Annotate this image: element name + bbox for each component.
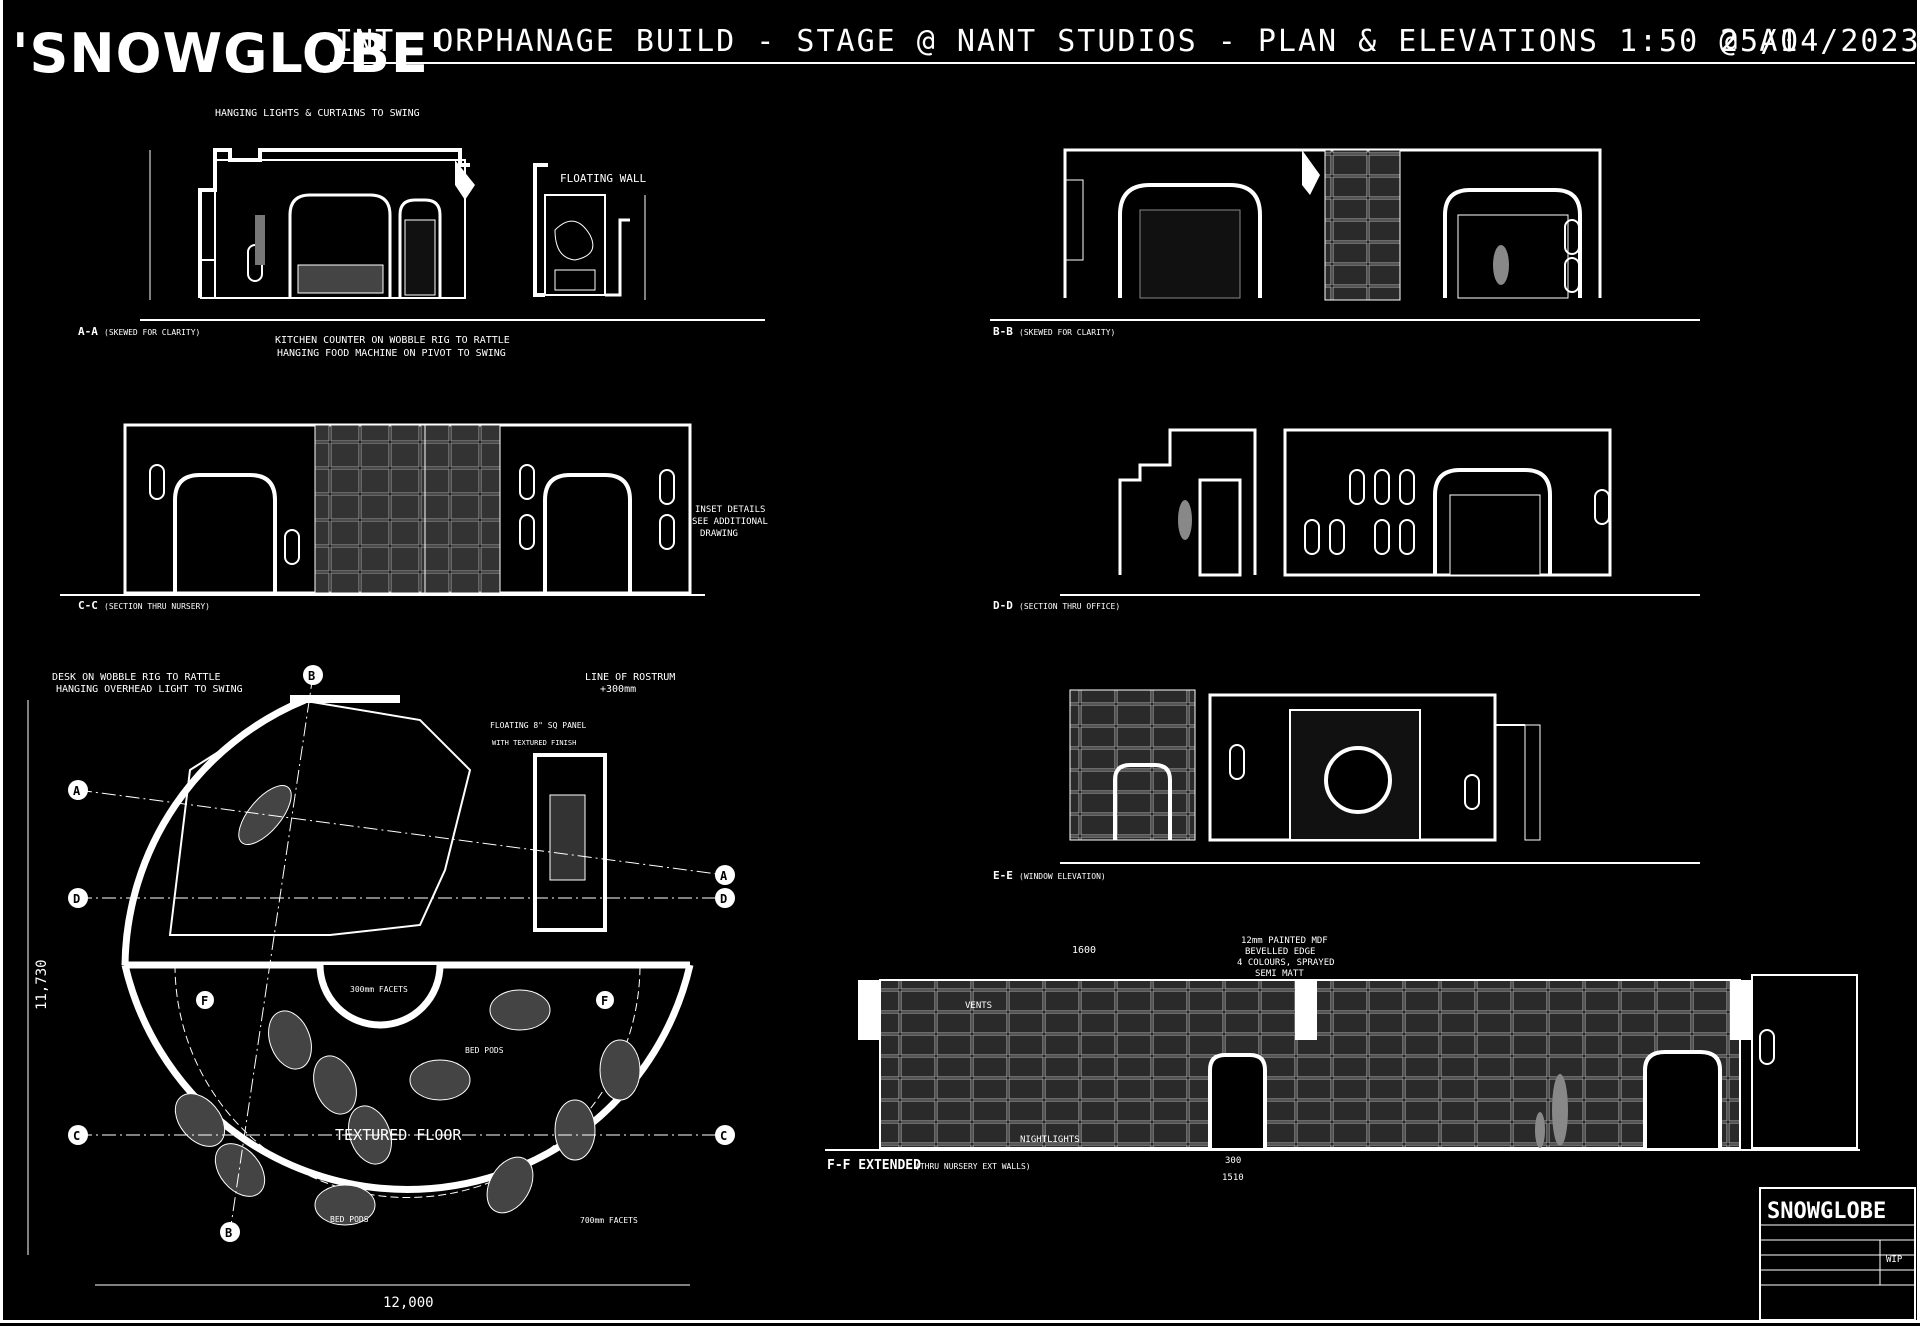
section-bb-id: B-B [993, 325, 1013, 338]
elevation-dd: D-D (SECTION THRU OFFICE) [993, 428, 1700, 612]
section-cc-id: C-C [78, 599, 98, 612]
section-aa-id: A-A [78, 325, 98, 338]
section-ee-note: (WINDOW ELEVATION) [1019, 872, 1106, 881]
floor-plan: A A D D C C B B F F TEXTURED FLOOR BED P… [27, 665, 735, 1311]
sheet-date: 25/04/2023 [1720, 24, 1920, 59]
dim-plan-width: 12,000 [383, 1295, 434, 1311]
note-vents: VENTS [965, 1001, 992, 1011]
sheet-description: INT. ORPHANAGE BUILD - STAGE @ NANT STUD… [335, 24, 1800, 59]
note-inset-2: SEE ADDITIONAL [692, 517, 768, 527]
elevation-aa: HANGING LIGHTS & CURTAINS TO SWING FLOAT… [78, 108, 765, 359]
note-mdf-2: BEVELLED EDGE [1245, 947, 1315, 957]
note-kitchen-1: KITCHEN COUNTER ON WOBBLE RIG TO RATTLE [275, 335, 510, 346]
elevation-bb: B-B (SKEWED FOR CLARITY) [990, 148, 1700, 338]
note-textured-finish: WITH TEXTURED FINISH [492, 739, 576, 747]
marker-d-left: D [73, 892, 80, 906]
note-facets-300: 300mm FACETS [350, 985, 408, 994]
marker-a-left: A [73, 784, 81, 798]
marker-b-top: B [308, 669, 315, 683]
note-kitchen-2: HANGING FOOD MACHINE ON PIVOT TO SWING [277, 348, 506, 359]
elevation-ff: 12mm PAINTED MDF BEVELLED EDGE 4 COLOURS… [825, 936, 1860, 1183]
note-mdf-3: 4 COLOURS, SPRAYED [1237, 958, 1335, 968]
note-hanging-lights: HANGING LIGHTS & CURTAINS TO SWING [215, 108, 420, 119]
project-title: 'SNOWGLOBE' [12, 22, 447, 85]
note-floating-panel: FLOATING 8" SQ PANEL [490, 721, 587, 730]
section-bb-note: (SKEWED FOR CLARITY) [1019, 328, 1115, 337]
note-desk-2: HANGING OVERHEAD LIGHT TO SWING [56, 684, 243, 695]
marker-c-left: C [73, 1129, 80, 1143]
dim-plan-height: 11,730 [34, 959, 50, 1010]
note-mdf-1: 12mm PAINTED MDF [1241, 936, 1328, 946]
note-floating-wall: FLOATING WALL [560, 172, 646, 185]
marker-f-right: F [601, 994, 608, 1008]
elevation-cc: INSET DETAILS SEE ADDITIONAL DRAWING C-C… [60, 423, 768, 612]
note-inset-1: INSET DETAILS [695, 505, 765, 515]
note-rostrum-1: LINE OF ROSTRUM [585, 672, 675, 683]
note-rostrum-2: +300mm [600, 684, 636, 695]
title-underline [330, 62, 1915, 64]
titleblock-brand: SNOWGLOBE [1767, 1199, 1886, 1224]
note-nightlights: NIGHTLIGHTS [1020, 1135, 1080, 1145]
section-ff-id: F-F EXTENDED [827, 1158, 921, 1173]
marker-c-right: C [720, 1129, 727, 1143]
dim-1600: 1600 [1072, 945, 1096, 956]
section-ff-note: (THRU NURSERY EXT WALLS) [915, 1162, 1031, 1171]
note-facets-700: 700mm FACETS [580, 1216, 638, 1225]
dim-300-ff: 300 [1225, 1156, 1241, 1166]
note-desk-1: DESK ON WOBBLE RIG TO RATTLE [52, 672, 221, 683]
titleblock-status: WIP [1886, 1255, 1903, 1265]
marker-f-left: F [201, 994, 208, 1008]
note-inset-3: DRAWING [700, 529, 738, 539]
title-block: SNOWGLOBE WIP [1759, 1187, 1916, 1321]
section-dd-note: (SECTION THRU OFFICE) [1019, 602, 1120, 611]
marker-d-right: D [720, 892, 727, 906]
note-mdf-4: SEMI MATT [1255, 969, 1304, 979]
elevation-ee: E-E (WINDOW ELEVATION) [993, 689, 1700, 882]
section-dd-id: D-D [993, 599, 1013, 612]
section-cc-note: (SECTION THRU NURSERY) [104, 602, 210, 611]
marker-a-right: A [720, 869, 728, 883]
dim-1510-ff: 1510 [1222, 1173, 1244, 1183]
marker-b-bottom: B [225, 1226, 232, 1240]
note-bed-pods-1: BED PODS [465, 1046, 504, 1055]
note-textured-floor: TEXTURED FLOOR [335, 1126, 462, 1144]
note-bed-pods-2: BED PODS [330, 1215, 369, 1224]
section-aa-note: (SKEWED FOR CLARITY) [104, 328, 200, 337]
section-ee-id: E-E [993, 869, 1013, 882]
